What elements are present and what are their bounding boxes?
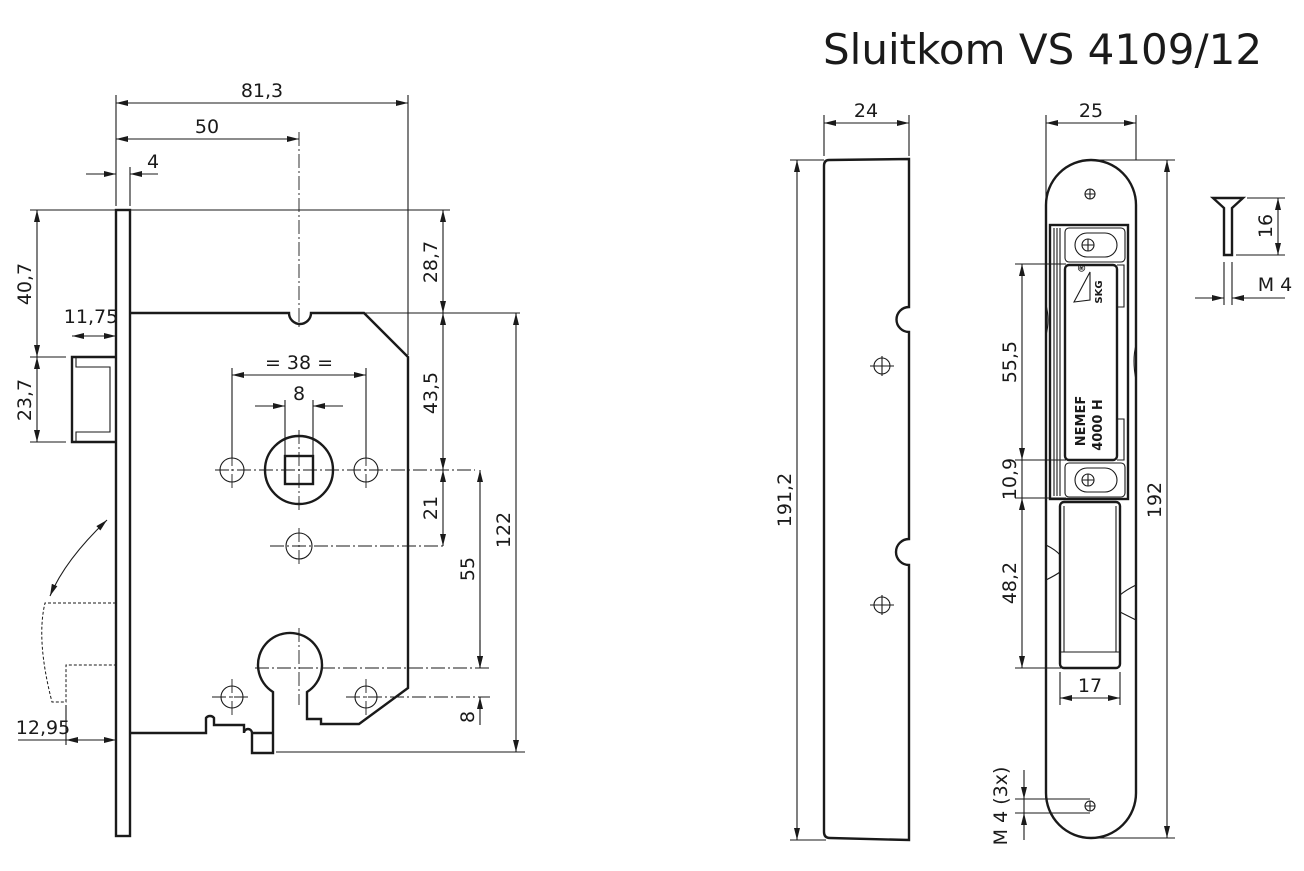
dim-label-top-case: 28,7 (420, 241, 442, 283)
latch-inner (75, 357, 111, 442)
skg-logo-icon (1073, 271, 1091, 303)
upper-slot (1074, 232, 1118, 258)
dim-label-25: 25 (1079, 100, 1103, 122)
latch-bolt (70, 355, 116, 444)
dim-label-24: 24 (854, 100, 878, 122)
ext-38 (231, 368, 367, 458)
dim-label-top-latch: 40,7 (14, 263, 36, 305)
strike-front-view: ® SKG NEMEF 4000 H 25 192 55,5 10,9 48,2… (990, 100, 1175, 845)
upper-screw-plate (1064, 227, 1126, 263)
plate-notches (1045, 304, 1137, 381)
opening-arcs (1045, 544, 1137, 621)
screw-view: 16 M 4 (1195, 196, 1293, 305)
screw-hole-bottom-cross (1085, 801, 1095, 811)
dim-label-55: 55 (457, 557, 479, 581)
swing-arrow (49, 519, 108, 597)
registered-mark: ® (1077, 263, 1088, 273)
ext-lines-top (115, 95, 409, 355)
dim-label-screw-note: M 4 (3x) (990, 767, 1012, 846)
dim-m4-lines (1015, 770, 1090, 840)
dim-label-10-9: 10,9 (999, 458, 1021, 500)
dim-label-faceplate: 4 (147, 151, 159, 173)
lower-screw-plate (1064, 462, 1126, 498)
dim-label-16: 16 (1255, 214, 1277, 238)
dim-label-spindle: 8 (293, 383, 305, 405)
faceplate (114, 208, 132, 838)
upper-slot-cross (1082, 239, 1094, 251)
model-label: 4000 H (1091, 399, 1106, 451)
latch-plate (1063, 263, 1119, 462)
side-ext-lines (790, 115, 910, 841)
dim-label-thread: M 4 (1258, 274, 1293, 296)
strike-box (1048, 223, 1130, 501)
lock-body-view: 81,3 50 4 40,7 23,7 11,75 28,7 43,5 21 5… (14, 80, 525, 838)
lower-slot (1074, 467, 1118, 493)
deadbolt-phantom (41, 602, 116, 703)
dim-label-backset: 50 (195, 116, 219, 138)
dim-m4-arrows (1021, 787, 1027, 825)
dim-label-122: 122 (493, 512, 515, 548)
drawing-title: Sluitkom VS 4109/12 (823, 25, 1262, 74)
dim-label-8: 8 (457, 711, 479, 723)
side-hole-cross (870, 356, 894, 615)
dim-label-17: 17 (1078, 675, 1102, 697)
dim-8-spindle-lines (255, 400, 343, 456)
dim-label-38: = 38 = (265, 352, 333, 374)
strike-side-view: 24 191,2 (774, 100, 911, 842)
dim-8-spindle-arrows (273, 403, 325, 409)
front-ext-left (1015, 263, 1066, 669)
dim-label-latch-height: 23,7 (14, 379, 36, 421)
strike-plate (1044, 158, 1138, 840)
dim-label-55-5: 55,5 (999, 341, 1021, 383)
screw-ext-lines (1195, 197, 1285, 305)
dim-label-case-follower: 43,5 (420, 372, 442, 414)
front-ext-side (1090, 159, 1175, 839)
dim-8-arrows (477, 656, 483, 709)
countersunk-screw (1209, 196, 1247, 257)
brand-label: NEMEF (1074, 396, 1089, 446)
dim-label-191-2: 191,2 (774, 473, 796, 527)
dim-label-width-total: 81,3 (241, 80, 283, 102)
dim-label-bolt-proj: 12,95 (16, 717, 70, 739)
ext-lines-h (30, 209, 520, 443)
lock-case (130, 311, 410, 755)
skg-label: SKG (1094, 280, 1105, 303)
strike-opening (1058, 500, 1122, 670)
dim-4-arrows (104, 171, 142, 177)
dim-label-21: 21 (420, 496, 442, 520)
dim-label-192: 192 (1144, 482, 1166, 518)
latch-plate-tabs (1117, 264, 1125, 461)
front-ext-top (1045, 115, 1137, 200)
dim-label-latch-proj: 11,75 (64, 306, 118, 328)
dim-label-48-2: 48,2 (999, 562, 1021, 604)
centerlines (212, 132, 490, 715)
dim-m4-screw-arrows (1212, 295, 1244, 301)
lower-slot-cross (1082, 474, 1094, 486)
opening-inner (1060, 506, 1120, 653)
strike-side-outline (822, 157, 911, 842)
screw-hole-top-cross (1085, 189, 1095, 199)
box-edges (1053, 228, 1061, 496)
